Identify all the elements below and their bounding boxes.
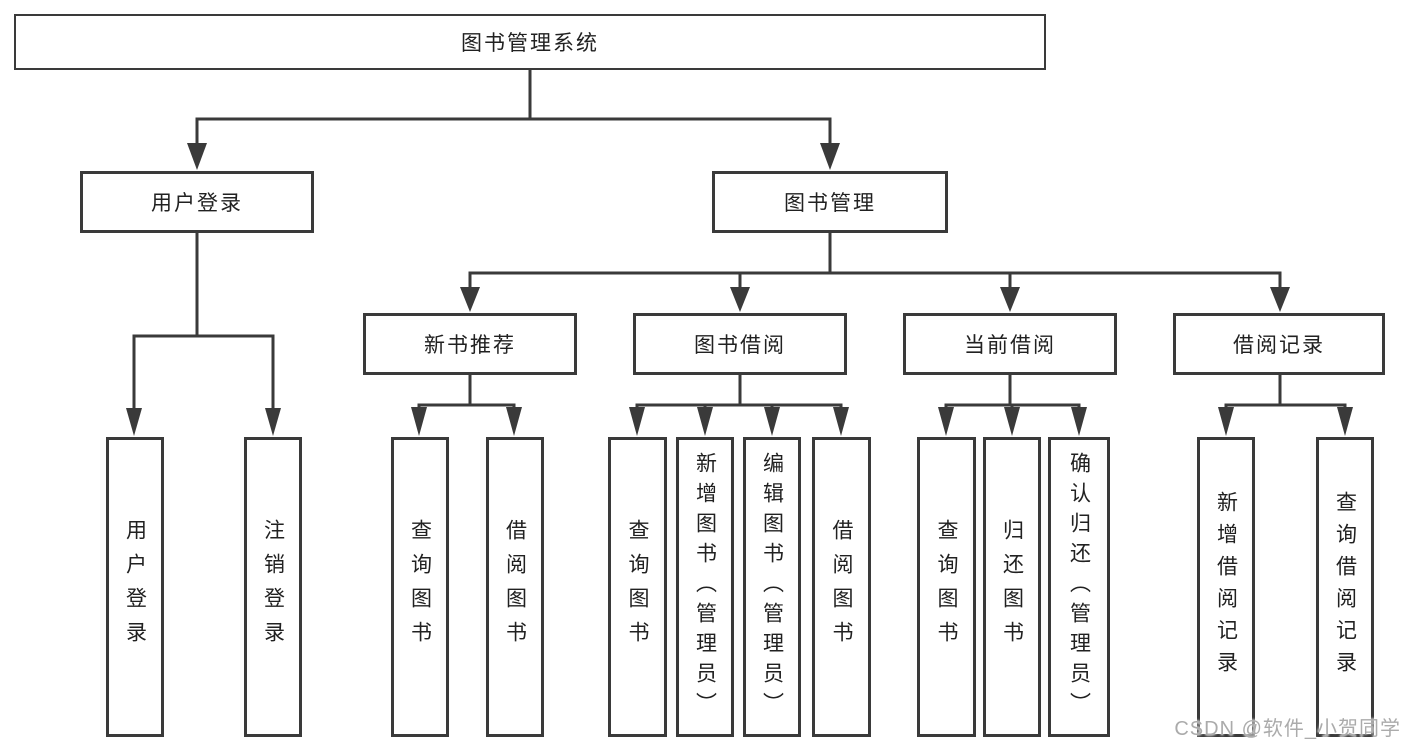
arrow-down-icon [629, 407, 645, 436]
arrow-down-icon [1004, 407, 1020, 436]
arrow-down-icon [265, 408, 281, 436]
connectors-root-branch [187, 68, 840, 170]
node-new-book-recommendation: 新书推荐 [363, 313, 577, 375]
node-label: 图书管理 [784, 192, 876, 215]
connectors-management-branch [460, 231, 1290, 312]
csdn-watermark: CSDN @软件_小贺同学 [1174, 718, 1401, 740]
leaf-logout: 注销登录 [244, 437, 302, 737]
arrow-down-icon [1337, 407, 1353, 436]
arrow-down-icon [1218, 407, 1234, 436]
leaf-label: 归还图书 [1000, 519, 1024, 655]
node-user-login: 用户登录 [80, 171, 314, 233]
node-label: 用户登录 [151, 192, 243, 215]
node-current-borrowing: 当前借阅 [903, 313, 1117, 375]
node-label: 当前借阅 [964, 334, 1056, 357]
node-label: 图书借阅 [694, 334, 786, 357]
arrow-down-icon [1000, 287, 1020, 312]
connectors-borrow-branch [629, 373, 849, 436]
arrow-down-icon [697, 407, 713, 436]
arrow-down-icon [820, 143, 840, 170]
node-label: 借阅记录 [1233, 334, 1325, 357]
leaf-edit-books-admin: 编辑图书（管理员） [743, 437, 801, 737]
connectors-login-branch [126, 231, 281, 436]
connectors-current-branch [938, 373, 1087, 436]
leaf-query-books-recommend: 查询图书 [391, 437, 449, 737]
arrow-down-icon [187, 143, 207, 170]
leaf-label: 编辑图书（管理员） [760, 452, 784, 722]
leaf-label: 用户登录 [123, 519, 147, 655]
leaf-query-books-current: 查询图书 [917, 437, 976, 737]
node-borrowing-records: 借阅记录 [1173, 313, 1385, 375]
leaf-return-books: 归还图书 [983, 437, 1041, 737]
leaf-user-login: 用户登录 [106, 437, 164, 737]
leaf-label: 查询图书 [626, 519, 649, 655]
arrow-down-icon [764, 407, 780, 436]
node-book-management: 图书管理 [712, 171, 948, 233]
leaf-borrow-books: 借阅图书 [812, 437, 871, 737]
leaf-add-borrow-record: 新增借阅记录 [1197, 437, 1255, 737]
leaf-label: 查询借阅记录 [1333, 491, 1357, 683]
arrow-down-icon [1270, 287, 1290, 312]
leaf-label: 确认归还（管理员） [1067, 452, 1091, 722]
leaf-query-borrow-record: 查询借阅记录 [1316, 437, 1374, 737]
node-label: 图书管理系统 [461, 32, 599, 55]
arrow-down-icon [730, 287, 750, 312]
leaf-label: 注销登录 [261, 519, 285, 655]
arrow-down-icon [411, 407, 427, 436]
leaf-confirm-return-admin: 确认归还（管理员） [1048, 437, 1110, 737]
leaf-label: 新增图书（管理员） [693, 452, 717, 722]
node-root-system: 图书管理系统 [14, 14, 1046, 70]
leaf-add-books-admin: 新增图书（管理员） [676, 437, 734, 737]
leaf-label: 查询图书 [935, 519, 958, 655]
connectors-recommend-branch [411, 373, 522, 436]
leaf-borrow-books-recommend: 借阅图书 [486, 437, 544, 737]
arrow-down-icon [938, 407, 954, 436]
arrow-down-icon [506, 407, 522, 436]
node-label: 新书推荐 [424, 334, 516, 357]
arrow-down-icon [126, 408, 142, 436]
arrow-down-icon [833, 407, 849, 436]
arrow-down-icon [1071, 407, 1087, 436]
leaf-label: 借阅图书 [503, 519, 527, 655]
leaf-query-books-borrow: 查询图书 [608, 437, 667, 737]
leaf-label: 借阅图书 [830, 519, 853, 655]
connectors-records-branch [1218, 373, 1353, 436]
leaf-label: 查询图书 [408, 519, 432, 655]
node-book-borrowing: 图书借阅 [633, 313, 847, 375]
arrow-down-icon [460, 287, 480, 312]
leaf-label: 新增借阅记录 [1214, 491, 1238, 683]
